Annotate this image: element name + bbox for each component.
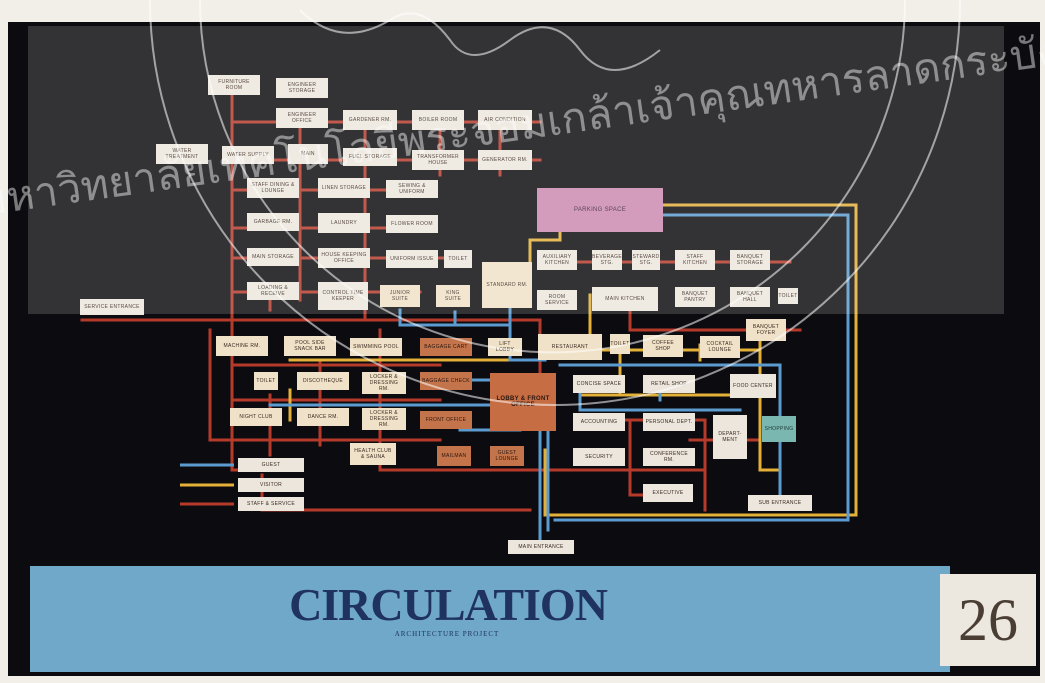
engineer-storage-box: ENGINEER STORAGE <box>276 78 328 98</box>
banquet-storage-box: BANQUET STORAGE <box>730 250 770 270</box>
page-title: CIRCULATION <box>289 579 608 630</box>
steward-storage-box: STEWARD STG. <box>632 250 660 270</box>
fuel-storage-box: FUEL STORAGE <box>343 148 397 166</box>
locker-dressing-box: LOCKER & DRESSING RM. <box>362 408 406 430</box>
main-storage-box: MAIN STORAGE <box>247 248 299 266</box>
junior-suite-box: JUNIOR SUITE <box>380 285 420 307</box>
executive-box: EXECUTIVE <box>643 484 693 502</box>
legend-visitor-label: VISITOR <box>238 478 304 492</box>
toilet-box: TOILET <box>254 372 278 390</box>
baggage-check-box: BAGGAGE CHECK <box>420 372 472 390</box>
page-subtitle: ARCHITECTURE PROJECT <box>394 630 500 638</box>
legend-staff-label: STAFF & SERVICE <box>238 497 304 511</box>
guest-lounge-box: GUEST LOUNGE <box>490 446 524 466</box>
sub-entrance-box: SUB ENTRANCE <box>748 495 812 511</box>
accounting-box: ACCOUNTING <box>573 413 625 431</box>
service-entrance-box: SERVICE ENTRANCE <box>80 299 144 315</box>
transformer-house-box: TRANSFORMER HOUSE <box>412 150 464 170</box>
main-entrance-box: MAIN ENTRANCE <box>508 540 574 554</box>
banquet-foyer-box: BANQUET FOYER <box>746 319 786 341</box>
water-treatment-box: WATER TREATMENT <box>156 144 208 164</box>
generator-room-box: GENERATOR RM. <box>478 150 532 170</box>
sewing-uniform-box: SEWING & UNIFORM <box>386 180 438 198</box>
locker-dressing-box: LOCKER & DRESSING RM. <box>362 372 406 394</box>
loading-receive-box: LOADING & RECEIVE <box>247 282 299 300</box>
coffee-shop-box: COFFEE SHOP <box>643 335 683 357</box>
staff-dining-box: STAFF DINING & LOUNGE <box>247 178 299 198</box>
auxiliary-kitchen-box: AUXILIARY KITCHEN <box>537 250 577 270</box>
room-service-box: ROOM SERVICE <box>537 290 577 310</box>
standard-room-box: STANDARD RM. <box>482 262 532 308</box>
toilet-box: TOILET <box>444 250 472 268</box>
banquet-pantry-box: BANQUET PANTRY <box>675 287 715 307</box>
mailman-box: MAILMAN <box>437 446 471 466</box>
cocktail-lounge-box: COCKTAIL LOUNGE <box>700 336 740 358</box>
engineer-office-box: ENGINEER OFFICE <box>276 108 328 128</box>
discotheque-box: DISCOTHEQUE <box>297 372 349 390</box>
conference-room-box: CONFERENCE RM. <box>643 448 695 466</box>
security-box: SECURITY <box>573 448 625 466</box>
lobby-front-office-box: LOBBY & FRONT OFFICE <box>490 373 556 431</box>
furniture-room-box: FURNITURE ROOM <box>208 75 260 95</box>
department-box: DEPART- MENT <box>713 415 747 459</box>
swimming-pool-box: SWIMMING POOL <box>350 338 402 356</box>
baggage-cart-box: BAGGAGE CART <box>420 338 472 356</box>
front-office-box: FRONT OFFICE <box>420 411 472 429</box>
parking-space-box: PARKING SPACE <box>537 188 663 232</box>
house-keeping-office-box: HOUSE KEEPING OFFICE <box>318 248 370 268</box>
flower-room-box: FLOWER ROOM <box>386 215 438 233</box>
main-box: MAIN <box>288 144 328 164</box>
garbage-room-box: GARBAGE RM. <box>247 213 299 231</box>
legend-guest-label: GUEST <box>238 458 304 472</box>
uniform-issue-box: UNIFORM ISSUE <box>386 250 438 268</box>
water-supply-box: WATER SUPPLY <box>222 146 274 164</box>
king-suite-box: KING SUITE <box>436 285 470 307</box>
dance-room-box: DANCE RM. <box>297 408 349 426</box>
staff-kitchen-box: STAFF KITCHEN <box>675 250 715 270</box>
toilet-box: TOILET <box>610 334 630 354</box>
restaurant-box: RESTAURANT <box>538 334 602 360</box>
night-club-box: NIGHT CLUB <box>230 408 282 426</box>
beverage-storage-box: BEVERAGE STG. <box>592 250 622 270</box>
health-club-box: HEALTH CLUB & SAUNA <box>350 443 396 465</box>
pool-side-snack-bar-box: POOL SIDE SNACK BAR <box>284 336 336 356</box>
lift-lobby-box: LIFT LOBBY <box>488 338 522 356</box>
linen-storage-box: LINEN STORAGE <box>318 178 370 198</box>
toilet-box: TOILET <box>778 288 798 304</box>
page-number: 26 <box>958 586 1018 653</box>
gardener-room-box: GARDENER RM. <box>343 110 397 130</box>
main-kitchen-box: MAIN KITCHEN <box>592 287 658 311</box>
personal-dept-box: PERSONAL DEPT. <box>643 413 695 431</box>
shopping-box: SHOPPING <box>762 416 796 442</box>
food-center-box: FOOD CENTER <box>730 374 776 398</box>
air-condition-box: AIR CONDITION <box>478 110 532 130</box>
page-number-box: 26 <box>940 574 1036 666</box>
laundry-box: LAUNDRY <box>318 213 370 233</box>
machine-room-box: MACHINE RM. <box>216 336 268 356</box>
retail-shop-box: RETAIL SHOP <box>643 375 695 393</box>
control-time-keeper-box: CONTROL TIME KEEPER <box>318 282 368 310</box>
concise-space-box: CONCISE SPACE <box>573 375 625 393</box>
boiler-room-box: BOILER ROOM <box>412 110 464 130</box>
banquet-hall-box: BANQUET HALL <box>730 287 770 307</box>
title-banner <box>30 566 950 672</box>
